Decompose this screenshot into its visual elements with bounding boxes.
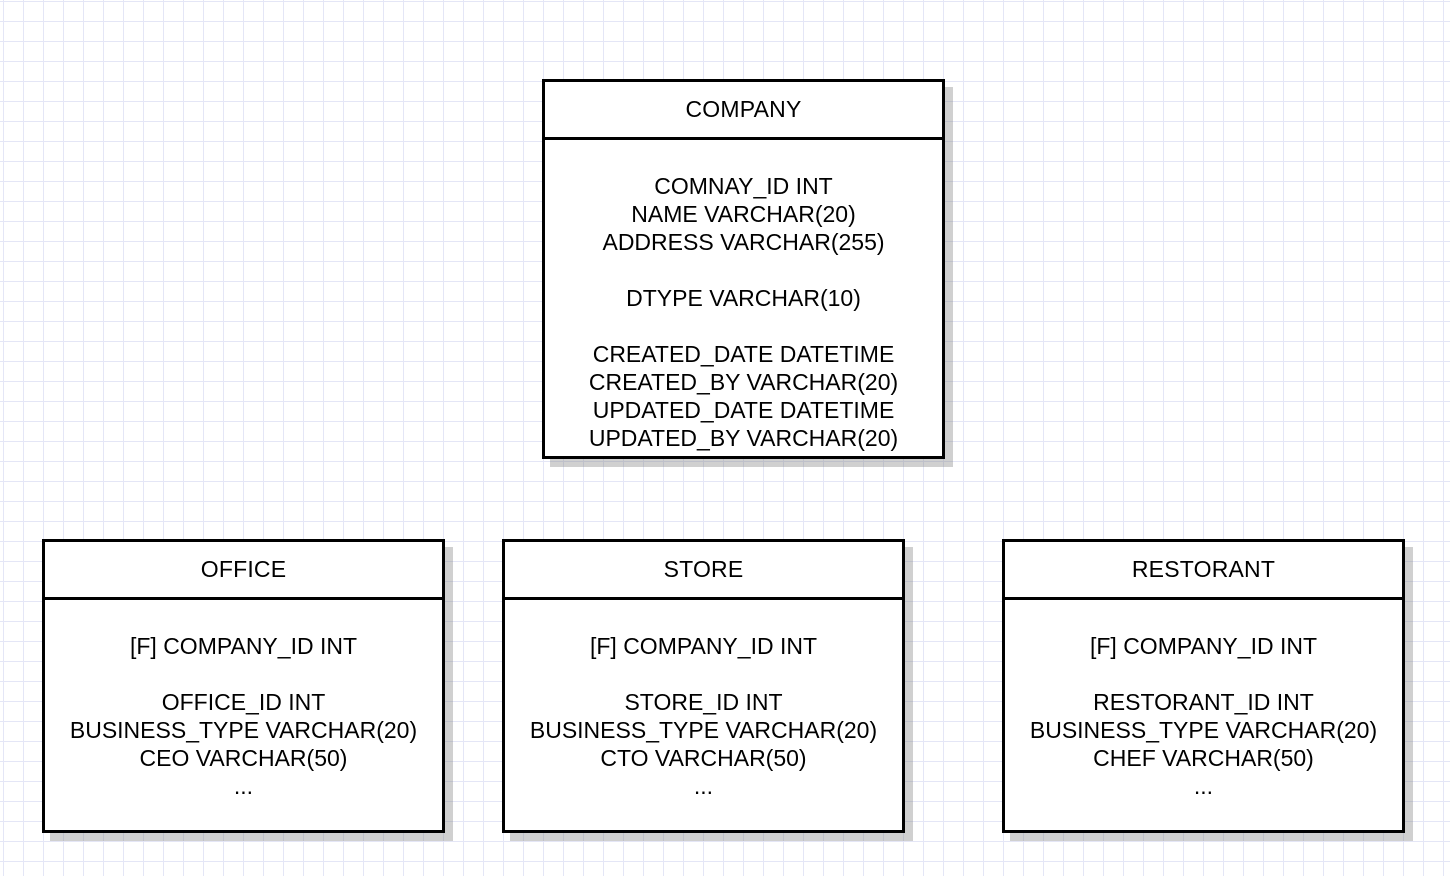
field-line: OFFICE_ID INT (161, 689, 326, 715)
field-line: BUSINESS_TYPE VARCHAR(20) (529, 717, 878, 743)
entity-store-title: STORE (505, 542, 902, 600)
entity-company-title: COMPANY (545, 82, 942, 140)
field-line: NAME VARCHAR(20) (631, 201, 856, 227)
field-line (505, 660, 902, 688)
field-line: CEO VARCHAR(50) (139, 745, 348, 771)
entity-restorant-title: RESTORANT (1005, 542, 1402, 600)
field-line: UPDATED_DATE DATETIME (592, 397, 895, 423)
field-line: ... (693, 773, 714, 799)
field-line (545, 256, 942, 284)
field-line: UPDATED_BY VARCHAR(20) (588, 425, 899, 451)
field-line: STORE_ID INT (624, 689, 783, 715)
field-line: ... (1193, 773, 1214, 799)
entity-restorant-fields: [F] COMPANY_ID INT RESTORANT_ID INT BUSI… (1005, 600, 1402, 800)
field-line (45, 660, 442, 688)
field-line: [F] COMPANY_ID INT (589, 633, 818, 659)
field-line: RESTORANT_ID INT (1093, 689, 1314, 715)
field-line: CREATED_BY VARCHAR(20) (588, 369, 899, 395)
entity-restorant[interactable]: RESTORANT [F] COMPANY_ID INT RESTORANT_I… (1002, 539, 1405, 833)
field-line: ... (233, 773, 254, 799)
entity-office-fields: [F] COMPANY_ID INT OFFICE_ID INT BUSINES… (45, 600, 442, 800)
field-line: DTYPE VARCHAR(10) (626, 285, 861, 311)
entity-office[interactable]: OFFICE [F] COMPANY_ID INT OFFICE_ID INT … (42, 539, 445, 833)
field-line: ADDRESS VARCHAR(255) (602, 229, 885, 255)
field-line: CREATED_DATE DATETIME (592, 341, 895, 367)
entity-company-fields: COMNAY_ID INT NAME VARCHAR(20) ADDRESS V… (545, 140, 942, 452)
field-line: CHEF VARCHAR(50) (1093, 745, 1314, 771)
entity-office-title: OFFICE (45, 542, 442, 600)
field-line: [F] COMPANY_ID INT (129, 633, 358, 659)
field-line (1005, 660, 1402, 688)
field-line: [F] COMPANY_ID INT (1089, 633, 1318, 659)
field-line (545, 312, 942, 340)
field-line: CTO VARCHAR(50) (600, 745, 807, 771)
entity-company[interactable]: COMPANY COMNAY_ID INT NAME VARCHAR(20) A… (542, 79, 945, 459)
field-line: COMNAY_ID INT (654, 173, 833, 199)
entity-store[interactable]: STORE [F] COMPANY_ID INT STORE_ID INT BU… (502, 539, 905, 833)
field-line: BUSINESS_TYPE VARCHAR(20) (69, 717, 418, 743)
field-line: BUSINESS_TYPE VARCHAR(20) (1029, 717, 1378, 743)
entity-store-fields: [F] COMPANY_ID INT STORE_ID INT BUSINESS… (505, 600, 902, 800)
